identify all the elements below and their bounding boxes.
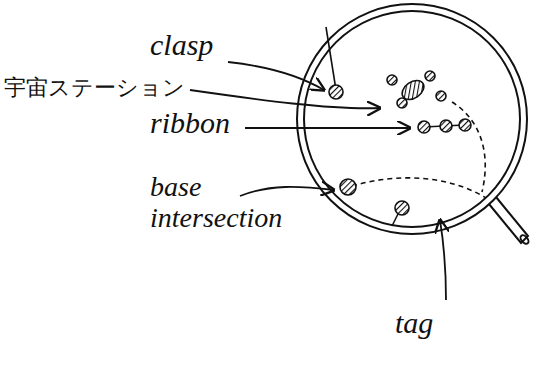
- callout-label: 宇宙ステーション: [4, 76, 185, 100]
- hatched-dots: [329, 71, 471, 215]
- callout-label: tag: [395, 306, 433, 339]
- callout-label: clasp: [150, 28, 213, 61]
- magnifier-frame: [297, 4, 530, 245]
- callout-label: base intersection: [150, 172, 312, 234]
- dashed-orbits: [352, 102, 486, 198]
- leader-arrows: [190, 62, 446, 300]
- tether-lines: [326, 27, 464, 226]
- callout-label: ribbon: [150, 106, 230, 139]
